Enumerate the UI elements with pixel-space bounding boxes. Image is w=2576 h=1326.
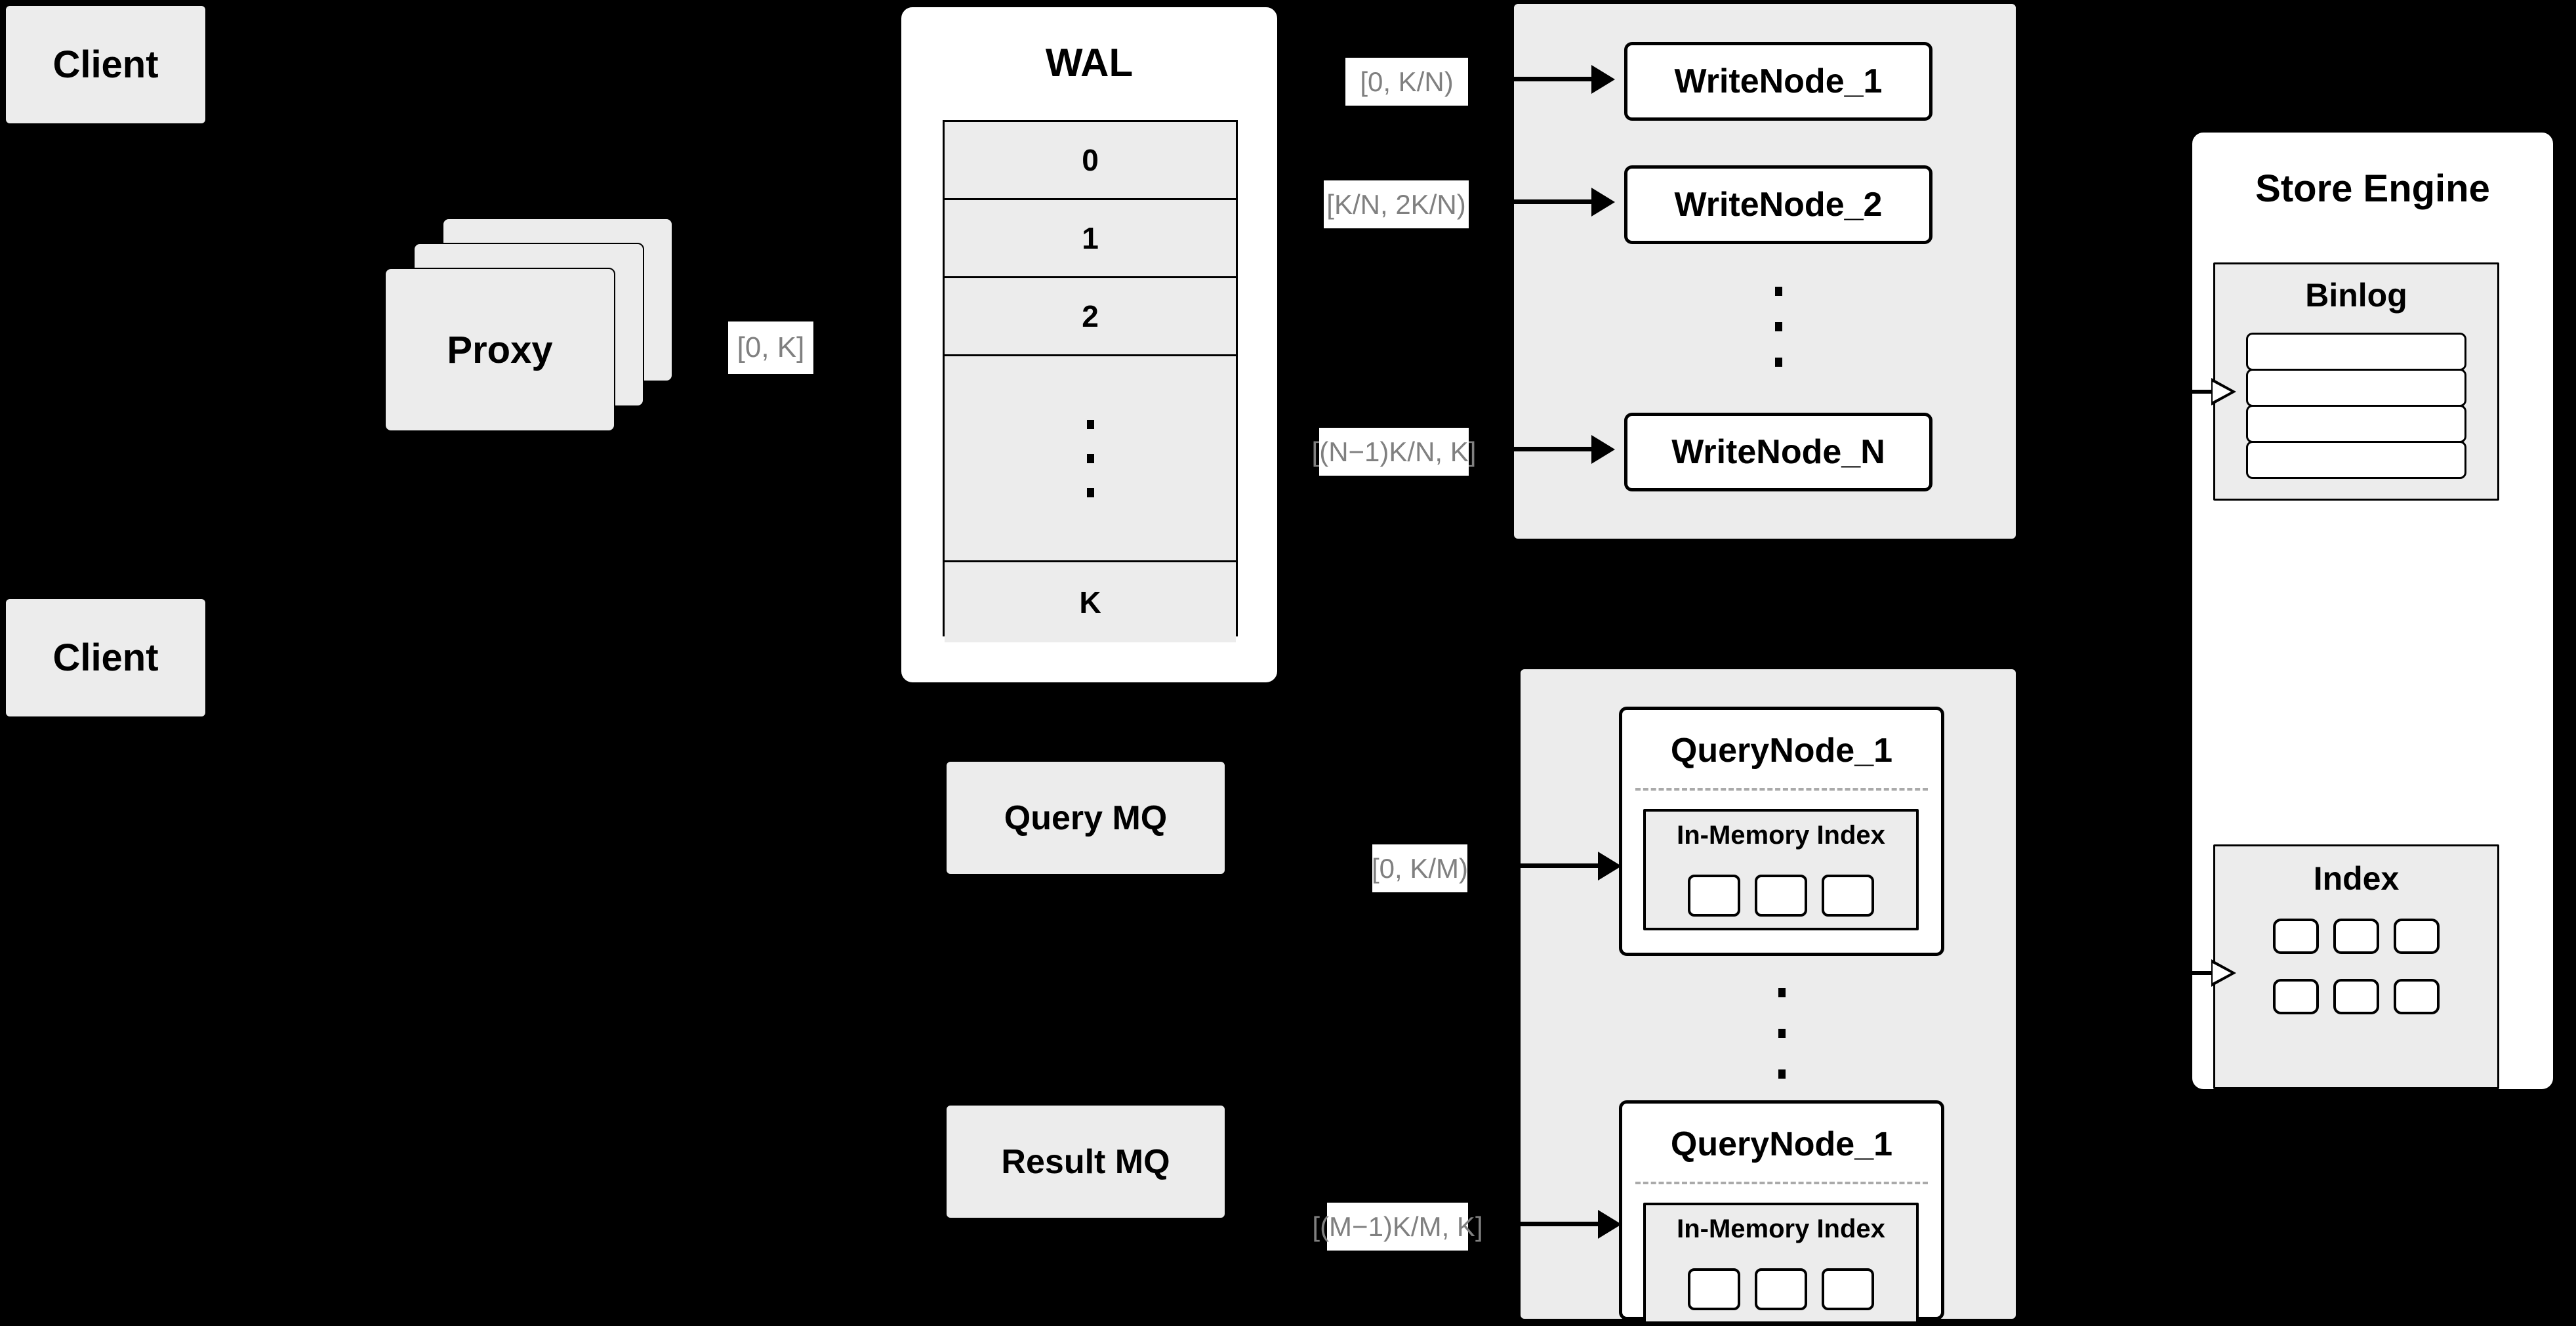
write-node-n-range-label: [(N−1)K/N, K] bbox=[1312, 428, 1476, 476]
index-title: Index bbox=[2313, 860, 2400, 897]
result-mq-box[interactable]: Result MQ bbox=[945, 1104, 1226, 1219]
in-memory-index-cell[interactable] bbox=[1755, 1268, 1807, 1310]
binlog-row[interactable] bbox=[2246, 405, 2466, 443]
client-box-2[interactable]: Client bbox=[5, 598, 207, 718]
wal-table: 0 1 2 K bbox=[943, 120, 1238, 642]
arrow-to-write-node-n-head bbox=[1591, 435, 1615, 464]
arrow-to-binlog-line bbox=[2189, 390, 2230, 394]
index-cell[interactable] bbox=[2394, 979, 2440, 1014]
wal-ellipsis-dot bbox=[1086, 487, 1094, 497]
query-node-1-separator bbox=[1635, 788, 1928, 791]
index-cell[interactable] bbox=[2394, 919, 2440, 954]
arrow-to-query-node-1-line bbox=[1521, 863, 1598, 868]
proxy-card-front[interactable]: Proxy bbox=[384, 268, 615, 432]
write-node-2-range-label: [K/N, 2K/N) bbox=[1324, 180, 1469, 228]
write-node-1-range-text: [0, K/N) bbox=[1360, 66, 1454, 97]
in-memory-index-cell[interactable] bbox=[1822, 875, 1874, 917]
query-node-1-in-memory-index: In-Memory Index bbox=[1643, 809, 1919, 930]
wal-ellipsis-dot bbox=[1086, 419, 1094, 429]
index-cell[interactable] bbox=[2273, 919, 2319, 954]
wal-ellipsis-dot bbox=[1086, 453, 1094, 463]
index-cell[interactable] bbox=[2333, 979, 2379, 1014]
wal-row-ellipsis bbox=[945, 356, 1236, 562]
write-ellipsis-dot bbox=[1774, 358, 1782, 367]
arrow-to-query-node-2-head bbox=[1598, 1210, 1622, 1239]
write-node-n[interactable]: WriteNode_N bbox=[1624, 413, 1932, 491]
binlog-row[interactable] bbox=[2246, 333, 2466, 371]
in-memory-index-cell[interactable] bbox=[1688, 1268, 1740, 1310]
store-engine-container: Store Engine Binlog Index bbox=[2189, 129, 2556, 1092]
write-node-label: WriteNode_1 bbox=[1674, 62, 1883, 100]
write-node-1[interactable]: WriteNode_1 bbox=[1624, 42, 1932, 121]
wal-title: WAL bbox=[1045, 41, 1134, 85]
query-node-1[interactable]: QueryNode_1 In-Memory Index bbox=[1619, 707, 1944, 956]
write-ellipsis-dot bbox=[1774, 322, 1782, 331]
arrow-to-write-node-2-head bbox=[1591, 188, 1615, 217]
wal-row-k[interactable]: K bbox=[945, 562, 1236, 642]
query-cluster-container: QueryNode_1 In-Memory Index QueryNode_1 … bbox=[1521, 669, 2016, 1324]
binlog-group: Binlog bbox=[2213, 262, 2499, 501]
query-node-2-separator bbox=[1635, 1182, 1928, 1184]
in-memory-index-title: In-Memory Index bbox=[1677, 1214, 1885, 1243]
query-node-1-title: QueryNode_1 bbox=[1670, 732, 1893, 770]
query-node-2-title: QueryNode_1 bbox=[1670, 1125, 1893, 1163]
arrow-to-query-node-2-line bbox=[1521, 1222, 1598, 1226]
wal-row-label: 2 bbox=[1082, 299, 1099, 333]
wal-row-label: K bbox=[1079, 585, 1101, 619]
binlog-row[interactable] bbox=[2246, 369, 2466, 407]
query-node-2[interactable]: QueryNode_1 In-Memory Index bbox=[1619, 1100, 1944, 1324]
index-group: Index bbox=[2213, 844, 2499, 1089]
wal-container: WAL 0 1 2 K bbox=[898, 4, 1280, 686]
binlog-title: Binlog bbox=[2305, 277, 2407, 314]
write-node-n-range-text: [(N−1)K/N, K] bbox=[1311, 436, 1477, 467]
query-node-1-range-label: [0, K/M) bbox=[1371, 844, 1469, 892]
arrow-to-write-node-1-line bbox=[1514, 77, 1591, 81]
proxy-to-wal-range-text: [0, K] bbox=[737, 331, 805, 363]
in-memory-index-cell[interactable] bbox=[1755, 875, 1807, 917]
result-mq-label: Result MQ bbox=[1001, 1142, 1170, 1181]
binlog-row[interactable] bbox=[2246, 441, 2466, 479]
write-node-label: WriteNode_2 bbox=[1674, 186, 1883, 224]
wal-row-label: 0 bbox=[1082, 143, 1099, 177]
write-node-1-range-label: [0, K/N) bbox=[1345, 58, 1468, 106]
in-memory-index-title: In-Memory Index bbox=[1677, 821, 1885, 850]
query-cluster-ellipsis bbox=[1619, 969, 1944, 1097]
query-node-2-range-text: [(M−1)K/M, K] bbox=[1312, 1211, 1483, 1242]
write-cluster-container: WriteNode_1 WriteNode_2 WriteNode_N bbox=[1514, 4, 2016, 539]
query-mq-box[interactable]: Query MQ bbox=[945, 760, 1226, 875]
index-cell[interactable] bbox=[2333, 919, 2379, 954]
client-box-1[interactable]: Client bbox=[5, 5, 207, 125]
client-label: Client bbox=[52, 636, 159, 679]
query-mq-label: Query MQ bbox=[1004, 798, 1168, 837]
arrow-to-index-line bbox=[2189, 971, 2230, 975]
wal-row-label: 1 bbox=[1082, 221, 1099, 255]
query-node-2-range-label: [(M−1)K/M, K] bbox=[1312, 1203, 1483, 1251]
client-label: Client bbox=[52, 43, 159, 86]
arrow-to-write-node-n-line bbox=[1514, 447, 1591, 451]
arrow-to-query-node-1-head bbox=[1598, 852, 1622, 881]
wal-row-0[interactable]: 0 bbox=[945, 122, 1236, 200]
query-node-1-range-text: [0, K/M) bbox=[1371, 852, 1469, 884]
proxy-to-wal-range-label: [0, K] bbox=[728, 321, 813, 374]
query-node-2-in-memory-index: In-Memory Index bbox=[1643, 1203, 1919, 1324]
write-ellipsis-dot bbox=[1774, 287, 1782, 296]
write-node-2[interactable]: WriteNode_2 bbox=[1624, 165, 1932, 244]
arrow-to-index-head bbox=[2211, 959, 2236, 987]
proxy-label: Proxy bbox=[447, 328, 553, 371]
write-cluster-ellipsis bbox=[1624, 268, 1932, 386]
write-node-label: WriteNode_N bbox=[1671, 433, 1885, 471]
arrow-to-write-node-2-line bbox=[1514, 199, 1591, 204]
query-ellipsis-dot bbox=[1778, 1069, 1786, 1079]
wal-row-1[interactable]: 1 bbox=[945, 200, 1236, 278]
in-memory-index-cell[interactable] bbox=[1688, 875, 1740, 917]
wal-row-2[interactable]: 2 bbox=[945, 278, 1236, 356]
query-ellipsis-dot bbox=[1778, 1028, 1786, 1038]
store-engine-title: Store Engine bbox=[2255, 167, 2490, 210]
arrow-to-binlog-head bbox=[2211, 378, 2236, 405]
in-memory-index-cell[interactable] bbox=[1822, 1268, 1874, 1310]
arrow-to-write-node-1-head bbox=[1591, 65, 1615, 94]
index-cell[interactable] bbox=[2273, 979, 2319, 1014]
write-node-2-range-text: [K/N, 2K/N) bbox=[1326, 188, 1466, 220]
query-ellipsis-dot bbox=[1778, 987, 1786, 997]
